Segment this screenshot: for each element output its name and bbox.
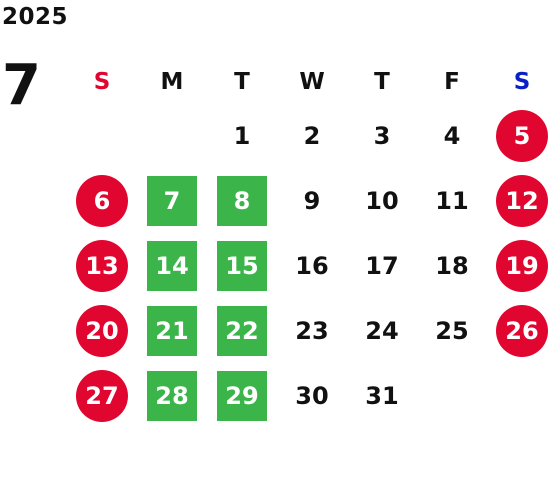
- day-cell: 26: [487, 298, 548, 363]
- day-cell: 9: [277, 168, 347, 233]
- day-number: 4: [443, 121, 461, 150]
- day-cell: 28: [137, 363, 207, 428]
- day-cell: 23: [277, 298, 347, 363]
- day-number: 26: [496, 304, 548, 357]
- empty-day-cell: [67, 103, 137, 168]
- empty-day-cell: [417, 363, 487, 428]
- weekday-label: W: [299, 68, 325, 95]
- day-number: 7: [147, 175, 197, 226]
- day-cell: 24: [347, 298, 417, 363]
- day-cell: 11: [417, 168, 487, 233]
- day-cell: 30: [277, 363, 347, 428]
- day-number: 2: [303, 121, 321, 150]
- weekday-label: S: [93, 68, 111, 95]
- day-number: 6: [76, 174, 128, 227]
- weekday-label: T: [374, 68, 390, 95]
- day-number: 3: [373, 121, 391, 150]
- empty-day-cell: [137, 103, 207, 168]
- day-number: 19: [496, 239, 548, 292]
- month-number: 7: [2, 53, 41, 118]
- day-cell: 17: [347, 233, 417, 298]
- day-number: 12: [496, 174, 548, 227]
- day-cell: 15: [207, 233, 277, 298]
- day-cell: 21: [137, 298, 207, 363]
- day-number: 27: [76, 369, 128, 422]
- day-cell: 7: [137, 168, 207, 233]
- day-cell: 13: [67, 233, 137, 298]
- day-cell: 29: [207, 363, 277, 428]
- day-number: 28: [147, 370, 197, 421]
- day-cell: 19: [487, 233, 548, 298]
- day-number: 11: [435, 186, 469, 215]
- day-number: 16: [295, 251, 329, 280]
- day-cell: 2: [277, 103, 347, 168]
- day-number: 8: [217, 175, 267, 226]
- day-number: 29: [217, 370, 267, 421]
- day-cell: 31: [347, 363, 417, 428]
- day-cell: 27: [67, 363, 137, 428]
- day-cell: 3: [347, 103, 417, 168]
- week-row: 13 14 15 16 17 18 19: [67, 233, 548, 298]
- day-cell: 8: [207, 168, 277, 233]
- day-cell: 6: [67, 168, 137, 233]
- day-cell: 25: [417, 298, 487, 363]
- day-cell: 4: [417, 103, 487, 168]
- year-label: 2025: [2, 4, 69, 30]
- day-cell: 10: [347, 168, 417, 233]
- day-cell: 12: [487, 168, 548, 233]
- week-row: 20 21 22 23 24 25 26: [67, 298, 548, 363]
- day-number: 30: [295, 381, 329, 410]
- day-cell: 5: [487, 103, 548, 168]
- day-number: 21: [147, 305, 197, 356]
- day-number: 14: [147, 240, 197, 291]
- weekday-label: S: [513, 68, 531, 95]
- day-number: 24: [365, 316, 399, 345]
- day-number: 22: [217, 305, 267, 356]
- day-number: 25: [435, 316, 469, 345]
- weekday-label: M: [160, 68, 184, 95]
- day-cell: 1: [207, 103, 277, 168]
- day-number: 31: [365, 381, 399, 410]
- week-row: 1 2 3 4 5: [67, 103, 548, 168]
- day-cell: 22: [207, 298, 277, 363]
- day-number: 10: [365, 186, 399, 215]
- day-cell: 20: [67, 298, 137, 363]
- day-number: 5: [496, 109, 548, 162]
- day-number: 20: [76, 304, 128, 357]
- day-number: 17: [365, 251, 399, 280]
- day-number: 9: [303, 186, 321, 215]
- day-number: 1: [233, 121, 251, 150]
- weekday-label: F: [444, 68, 460, 95]
- day-cell: 14: [137, 233, 207, 298]
- week-row: 27 28 29 30 31: [67, 363, 548, 428]
- weekday-label: T: [234, 68, 250, 95]
- day-cell: 18: [417, 233, 487, 298]
- day-cell: 16: [277, 233, 347, 298]
- day-number: 23: [295, 316, 329, 345]
- day-number: 15: [217, 240, 267, 291]
- empty-day-cell: [487, 363, 548, 428]
- day-number: 13: [76, 239, 128, 292]
- day-number: 18: [435, 251, 469, 280]
